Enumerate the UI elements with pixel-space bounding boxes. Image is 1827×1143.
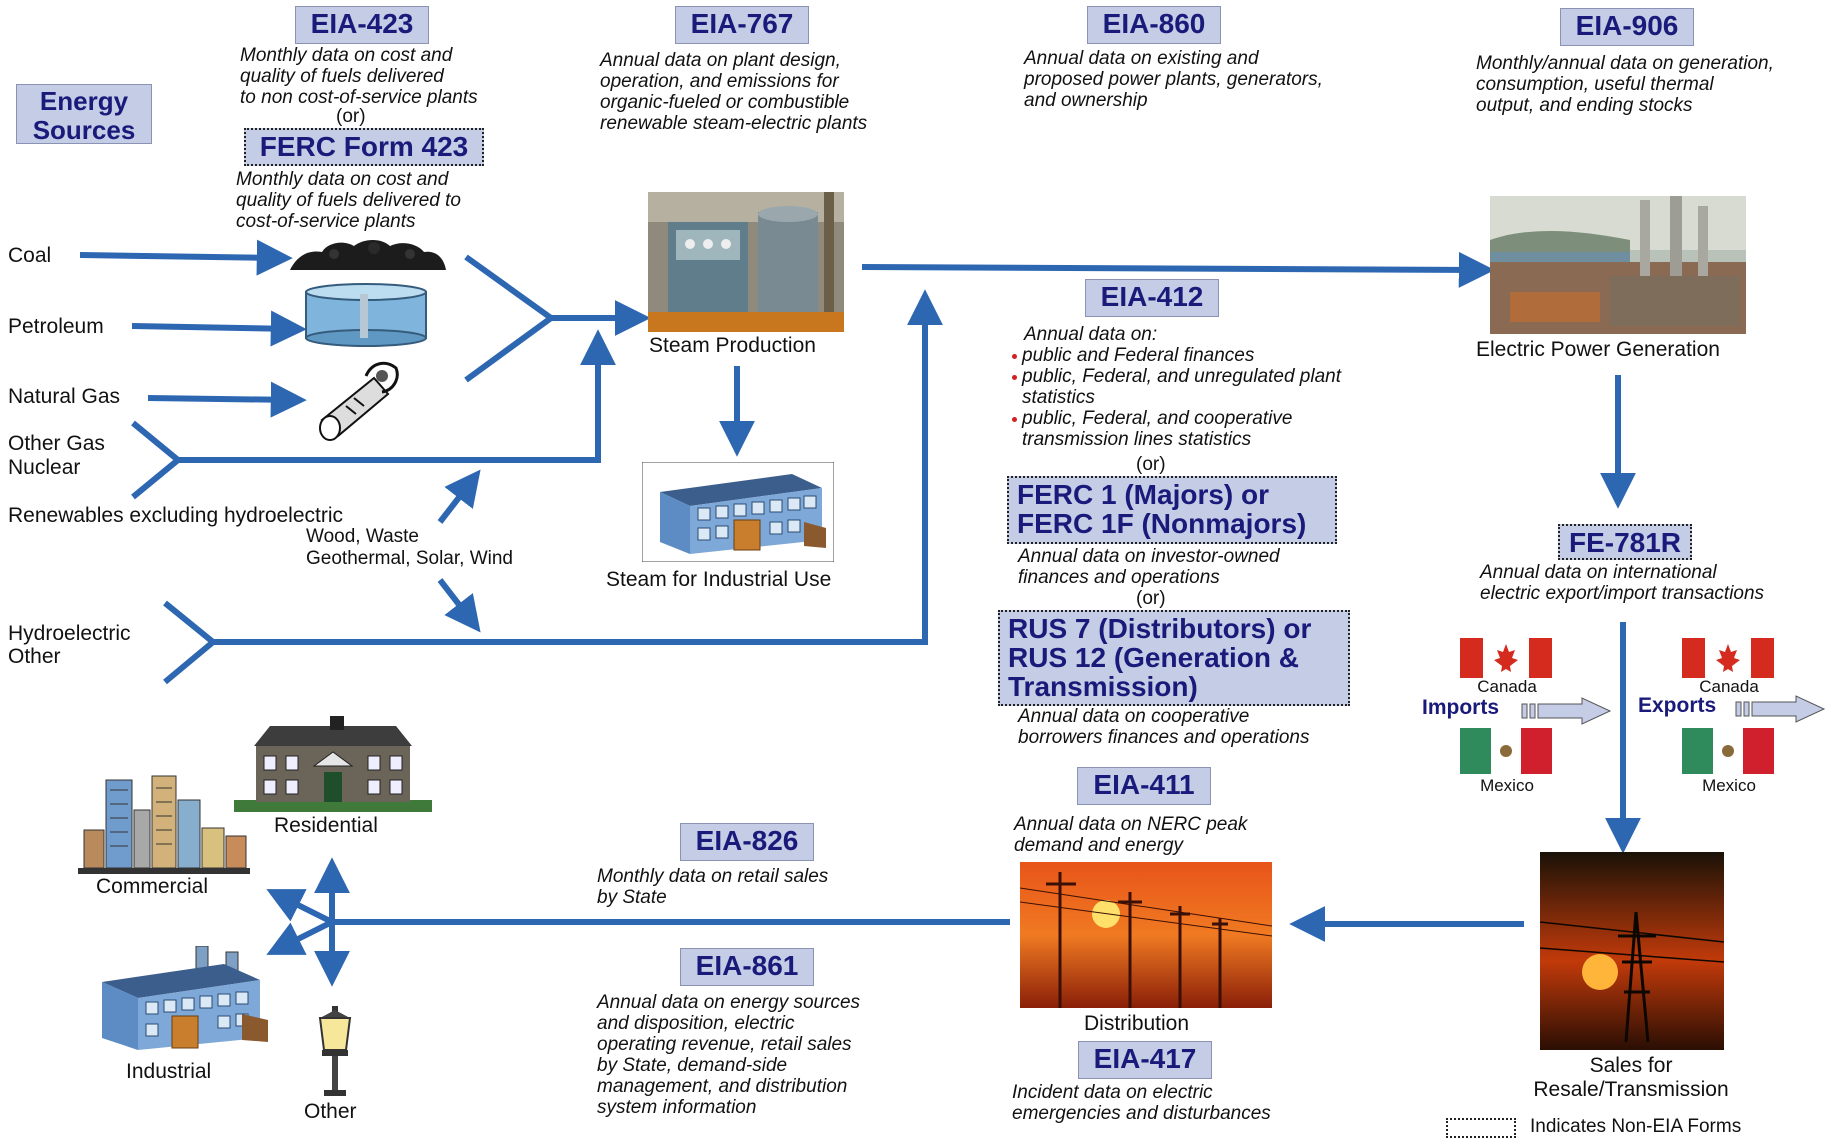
canada-flag-exports-icon — [1682, 638, 1774, 678]
steam-industrial-label: Steam for Industrial Use — [606, 568, 832, 591]
imports-label: Imports — [1422, 696, 1500, 719]
coal-label: Coal — [8, 244, 52, 267]
ferc-1-box: FERC 1 (Majors) or FERC 1F (Nonmajors) — [1007, 476, 1337, 544]
ferc-form-423-box: FERC Form 423 — [244, 128, 484, 166]
renewables-label: Renewables excluding hydroelectric — [8, 504, 344, 527]
petroleum-label: Petroleum — [8, 315, 104, 338]
residential-house-icon — [234, 716, 432, 812]
street-lamp-icon — [318, 1006, 352, 1096]
geothermal-label: Geothermal, Solar, Wind — [306, 548, 513, 569]
or-label-2: (or) — [1136, 454, 1166, 475]
mexico-flag-exports-icon — [1682, 728, 1774, 774]
imports-arrow-icon — [1521, 697, 1612, 725]
geothermal-arrow — [437, 578, 481, 633]
sales-label-2: Resale/Transmission — [1533, 1078, 1729, 1101]
other-use-label: Other — [304, 1100, 357, 1123]
power-generation-label: Electric Power Generation — [1476, 338, 1720, 361]
natural-gas-label: Natural Gas — [8, 385, 121, 408]
petroleum-arrow — [131, 310, 307, 347]
fuels-merge-connector — [464, 254, 640, 383]
eia-423-box: EIA-423 — [295, 6, 429, 44]
industrial-building-icon — [642, 462, 834, 562]
legend-label: Indicates Non-EIA Forms — [1530, 1116, 1742, 1137]
commercial-label: Commercial — [96, 875, 209, 898]
or-label-1: (or) — [336, 106, 366, 127]
legend-swatch — [1446, 1118, 1516, 1138]
distribution-label: Distribution — [1084, 1012, 1190, 1035]
eia-767-desc: Annual data on plant design,operation, a… — [600, 50, 868, 134]
mexico-flag-imports-icon — [1460, 728, 1552, 774]
steam-plant-photo — [648, 192, 844, 332]
hydro-other-label: Other — [8, 645, 61, 668]
sales-label: Sales for — [1589, 1054, 1673, 1077]
eia-411-box: EIA-411 — [1077, 767, 1211, 805]
steam-to-generation-arrow — [861, 251, 1495, 288]
industrial-factory-icon — [102, 946, 268, 1050]
distribution-lines-sunset-photo — [1020, 862, 1272, 1008]
mexico-label-exports: Mexico — [1702, 776, 1756, 795]
wood-waste-label: Wood, Waste — [306, 526, 419, 547]
eia-767-box: EIA-767 — [675, 6, 809, 44]
exports-arrow-icon — [1735, 695, 1826, 723]
eia-412-box: EIA-412 — [1085, 279, 1219, 317]
natural-gas-arrow — [147, 381, 307, 418]
power-plant-photo — [1490, 196, 1746, 334]
eia-412-desc: Annual data on: public and Federal finan… — [1012, 324, 1352, 450]
hydroelectric-label: Hydroelectric — [8, 622, 131, 645]
eia-826-box: EIA-826 — [680, 823, 814, 861]
canada-label-exports: Canada — [1699, 677, 1759, 696]
eia-412-bullet: public and Federal finances — [1012, 345, 1352, 366]
eia-412-bullet: public, Federal, and cooperative transmi… — [1012, 408, 1352, 450]
steam-production-label: Steam Production — [649, 334, 816, 357]
fe-781r-box: FE-781R — [1558, 524, 1692, 560]
eia-906-desc: Monthly/annual data on generation,consum… — [1476, 53, 1774, 116]
to-commercial-arrow — [266, 889, 334, 925]
eia-412-bullet: public, Federal, and unregulated plant s… — [1012, 366, 1352, 408]
rus-box: RUS 7 (Distributors) or RUS 12 (Generati… — [998, 610, 1350, 706]
commercial-skyline-icon — [78, 775, 250, 874]
eia-906-box: EIA-906 — [1560, 8, 1694, 46]
or-label-3: (or) — [1136, 588, 1166, 609]
eia-860-box: EIA-860 — [1087, 6, 1221, 44]
other-gas-nuclear-connector — [131, 340, 598, 500]
residential-label: Residential — [274, 814, 378, 837]
coal-arrow — [79, 239, 293, 276]
canada-flag-imports-icon — [1460, 638, 1552, 678]
oil-tank-icon — [305, 283, 427, 347]
exports-label: Exports — [1638, 694, 1717, 717]
other-gas-label: Other Gas — [8, 432, 105, 455]
hydro-connector — [163, 300, 925, 685]
nuclear-label: Nuclear — [8, 456, 81, 479]
gas-pipe-icon — [319, 361, 399, 441]
industrial-label: Industrial — [126, 1060, 212, 1083]
to-industrial-arrow — [266, 919, 334, 955]
energy-sources-box: Energy Sources — [16, 84, 152, 145]
coal-pile-icon — [290, 240, 446, 270]
wood-waste-arrow — [437, 469, 481, 524]
eia-861-box: EIA-861 — [680, 948, 814, 986]
mexico-label-imports: Mexico — [1480, 776, 1534, 795]
eia-417-box: EIA-417 — [1078, 1041, 1212, 1079]
canada-label-imports: Canada — [1477, 677, 1537, 696]
transmission-tower-sunset-photo — [1540, 852, 1724, 1050]
